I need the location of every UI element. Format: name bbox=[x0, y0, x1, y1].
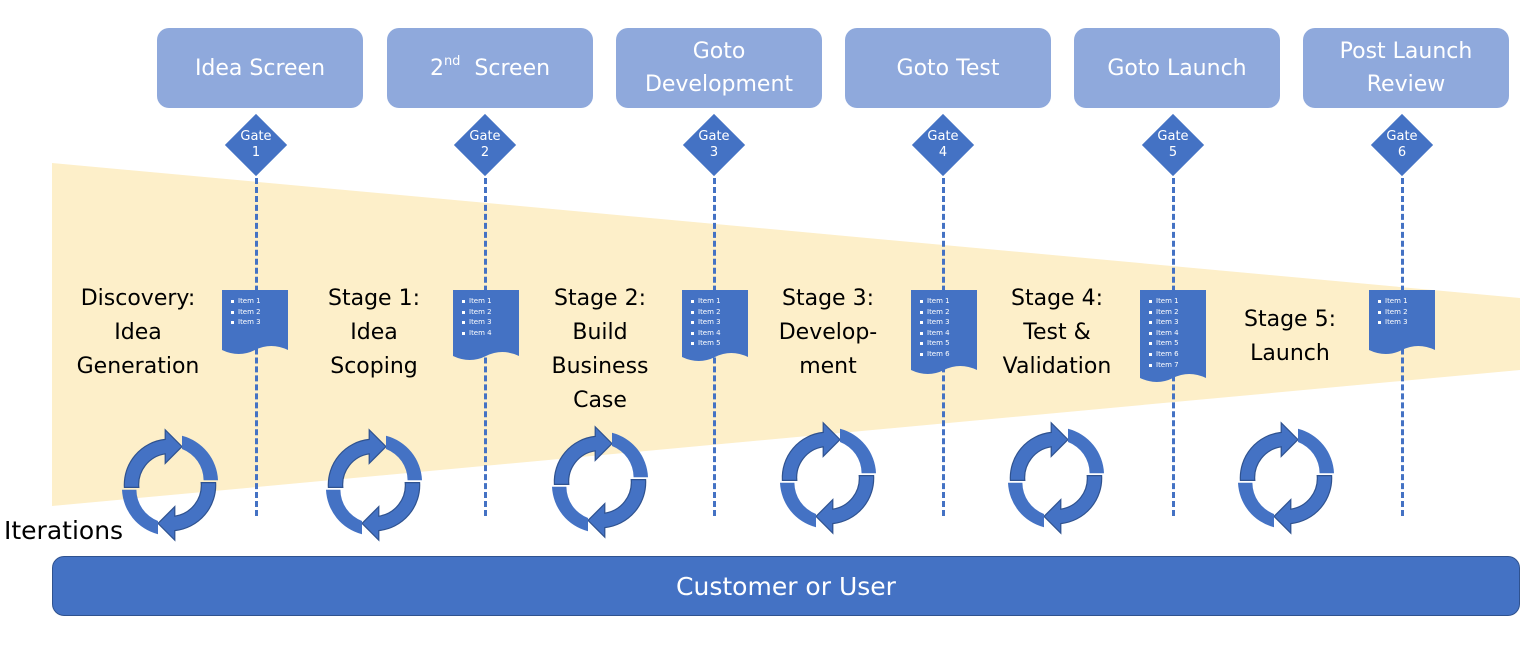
list-item: Item 4 bbox=[691, 328, 721, 337]
gate-box-5: Goto Launch bbox=[1074, 28, 1280, 108]
gate-diamond-4-number: 4 bbox=[938, 145, 948, 160]
gate-diamond-5-number: 5 bbox=[1168, 145, 1178, 160]
list-item: Item 3 bbox=[231, 318, 261, 327]
gate-box-5-title: Goto Launch bbox=[1107, 55, 1247, 81]
gate-diamond-3-number: 3 bbox=[709, 145, 719, 160]
list-item: Item 1 bbox=[462, 297, 492, 305]
gate-box-1: Idea Screen bbox=[157, 28, 363, 108]
iteration-cycle-icon-3 bbox=[552, 425, 648, 539]
list-item: Item 3 bbox=[1149, 318, 1179, 327]
gate-box-6: Post Launch Review bbox=[1303, 28, 1509, 108]
gate-box-3-title: Goto Development bbox=[644, 39, 794, 97]
list-item: Item 2 bbox=[462, 307, 492, 316]
gate-box-6-title: Post Launch Review bbox=[1339, 39, 1473, 97]
stage-label-discovery: Discovery: Idea Generation bbox=[76, 286, 200, 379]
list-item: Item 5 bbox=[1149, 339, 1179, 348]
list-item: Item 4 bbox=[1149, 328, 1179, 337]
list-item: Item 2 bbox=[920, 307, 950, 316]
list-item: Item 5 bbox=[920, 339, 950, 348]
gate-diamond-5-word: Gate bbox=[1157, 129, 1189, 144]
list-item: Item 3 bbox=[462, 318, 492, 327]
deliverable-doc-6: Item 1 Item 2 Item 3 bbox=[1369, 290, 1435, 364]
gate-box-3: Goto Development bbox=[616, 28, 822, 108]
deliverable-list-5: Item 1 Item 2 Item 3 Item 4 Item 5 Item … bbox=[1140, 296, 1179, 370]
deliverable-list-6: Item 1 Item 2 Item 3 bbox=[1369, 296, 1408, 328]
deliverable-doc-3: Item 1 Item 2 Item 3 Item 4 Item 5 bbox=[682, 290, 748, 364]
gate-diamond-6-number: 6 bbox=[1397, 145, 1407, 160]
list-item: Item 1 bbox=[691, 297, 721, 305]
list-item: Item 2 bbox=[691, 307, 721, 316]
list-item: Item 1 bbox=[1378, 297, 1408, 305]
gate-box-4-title: Goto Test bbox=[896, 55, 1000, 81]
list-item: Item 3 bbox=[920, 318, 950, 327]
list-item: Item 3 bbox=[1378, 318, 1408, 327]
iteration-cycle-icon-6 bbox=[1238, 421, 1334, 535]
iterations-label: Iterations bbox=[4, 516, 124, 545]
gate-box-2-superscript: nd bbox=[443, 53, 461, 69]
deliverable-list-3: Item 1 Item 2 Item 3 Item 4 Item 5 bbox=[682, 296, 721, 349]
customer-bar: Customer or User bbox=[52, 556, 1520, 616]
stage-label-stage-1: Stage 1: Idea Scoping bbox=[328, 286, 420, 379]
list-item: Item 1 bbox=[1149, 297, 1179, 305]
iteration-cycle-icon-5 bbox=[1008, 421, 1104, 535]
list-item: Item 3 bbox=[691, 318, 721, 327]
gate-box-2-title: 2 bbox=[429, 55, 444, 81]
list-item: Item 2 bbox=[231, 307, 261, 316]
deliverable-list-2: Item 1 Item 2 Item 3 Item 4 bbox=[453, 296, 492, 338]
list-item: Item 2 bbox=[1378, 307, 1408, 316]
gate-diamond-2-word: Gate bbox=[469, 129, 501, 144]
gate-diamond-1-word: Gate bbox=[240, 129, 272, 144]
iteration-cycle-icon-4 bbox=[780, 421, 876, 535]
gate-box-2: 2nd Screen bbox=[387, 28, 593, 108]
list-item: Item 1 bbox=[231, 297, 261, 305]
iteration-cycle-icon-2 bbox=[326, 428, 422, 542]
stage-label-stage-5: Stage 5: Launch bbox=[1244, 307, 1336, 366]
deliverable-doc-4: Item 1 Item 2 Item 3 Item 4 Item 5 Item … bbox=[911, 290, 977, 378]
deliverable-doc-1: Item 1 Item 2 Item 3 bbox=[222, 290, 288, 364]
deliverable-list-4: Item 1 Item 2 Item 3 Item 4 Item 5 Item … bbox=[911, 296, 950, 360]
gate-diamond-6-word: Gate bbox=[1386, 129, 1418, 144]
customer-bar-label: Customer or User bbox=[676, 571, 896, 601]
gate-diamond-2-number: 2 bbox=[480, 145, 490, 160]
list-item: Item 7 bbox=[1149, 360, 1179, 369]
list-item: Item 1 bbox=[920, 297, 950, 305]
funnel-shape bbox=[52, 163, 1520, 506]
gate-box-1-title: Idea Screen bbox=[194, 55, 326, 81]
list-item: Item 4 bbox=[920, 328, 950, 337]
gate-box-4: Goto Test bbox=[845, 28, 1051, 108]
list-item: Item 4 bbox=[462, 328, 492, 337]
list-item: Item 2 bbox=[1149, 307, 1179, 316]
iteration-cycle-icon-1 bbox=[122, 428, 218, 542]
stage-label-stage-4: Stage 4: Test & Validation bbox=[1002, 286, 1112, 379]
stage-label-stage-2: Stage 2: Build Business Case bbox=[551, 286, 649, 413]
stage-label-stage-3: Stage 3: Develop- ment bbox=[778, 286, 878, 379]
gate-box-2-title-rest: Screen bbox=[460, 55, 551, 81]
gate-diamond-3-word: Gate bbox=[698, 129, 730, 144]
gate-diamond-4-word: Gate bbox=[927, 129, 959, 144]
deliverable-doc-2: Item 1 Item 2 Item 3 Item 4 bbox=[453, 290, 519, 364]
gate-diamond-1-number: 1 bbox=[251, 145, 261, 160]
deliverable-list-1: Item 1 Item 2 Item 3 bbox=[222, 296, 261, 328]
list-item: Item 6 bbox=[1149, 349, 1179, 358]
list-item: Item 5 bbox=[691, 339, 721, 348]
deliverable-doc-5: Item 1 Item 2 Item 3 Item 4 Item 5 Item … bbox=[1140, 290, 1206, 386]
list-item: Item 6 bbox=[920, 349, 950, 358]
